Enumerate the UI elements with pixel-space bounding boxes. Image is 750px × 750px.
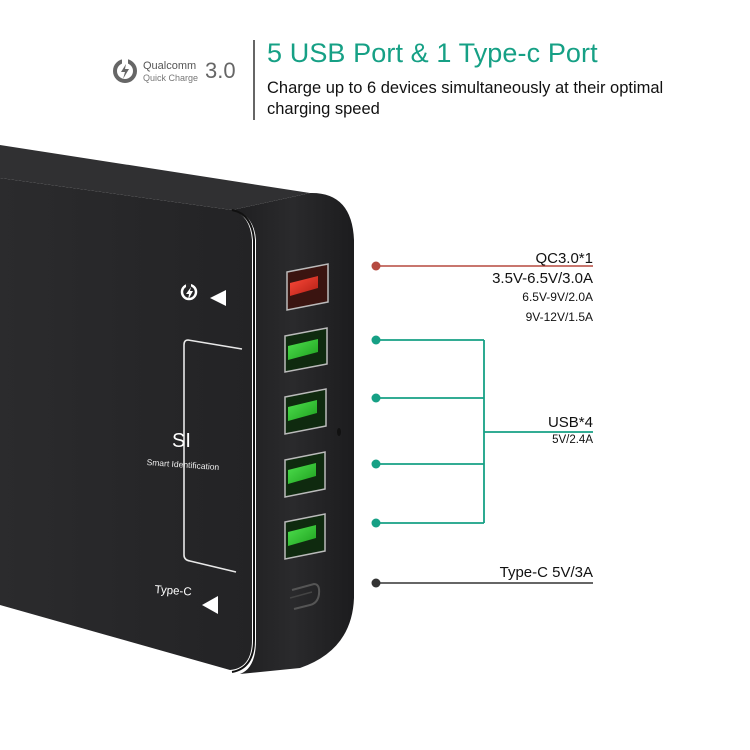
logo-brand: Qualcomm [143,60,197,72]
typec-panel-label: Type-C [154,584,192,599]
header-divider [253,40,255,120]
port-qc [286,263,329,311]
qc-panel-icon [180,283,226,306]
port-usb-4 [284,513,326,560]
headline: 5 USB Port & 1 Type-c Port [267,38,598,68]
typec-arrow-icon [202,596,218,614]
callout-typec-line [371,578,593,588]
quick-charge-icon [113,58,137,83]
qc-callout-title: QC3.0*1 [535,250,593,267]
port-usb-3 [284,451,326,498]
qualcomm-quick-charge-logo: Qualcomm Quick Charge 3.0 [112,56,242,96]
port-usb-1 [284,327,328,373]
callout-usb-lines [371,335,593,528]
usb-spec: 5V/2.4A [552,434,593,446]
port-type-c [289,582,321,610]
si-bracket [183,339,243,573]
qc-spec-3: 9V-12V/1.5A [525,310,593,324]
qc-spec-1: 3.5V-6.5V/3.0A [492,270,593,287]
callout-qc-line [371,261,593,271]
subline: Charge up to 6 devices simultaneously at… [267,79,664,118]
si-label: SI [172,430,191,452]
port-usb-2 [284,388,327,435]
logo-version: 3.0 [205,58,236,83]
usb-callout-title: USB*4 [547,414,593,431]
logo-product: Quick Charge [143,73,199,83]
qc-spec-2: 6.5V-9V/2.0A [522,290,593,304]
typec-callout-title: Type-C 5V/3A [499,564,593,581]
